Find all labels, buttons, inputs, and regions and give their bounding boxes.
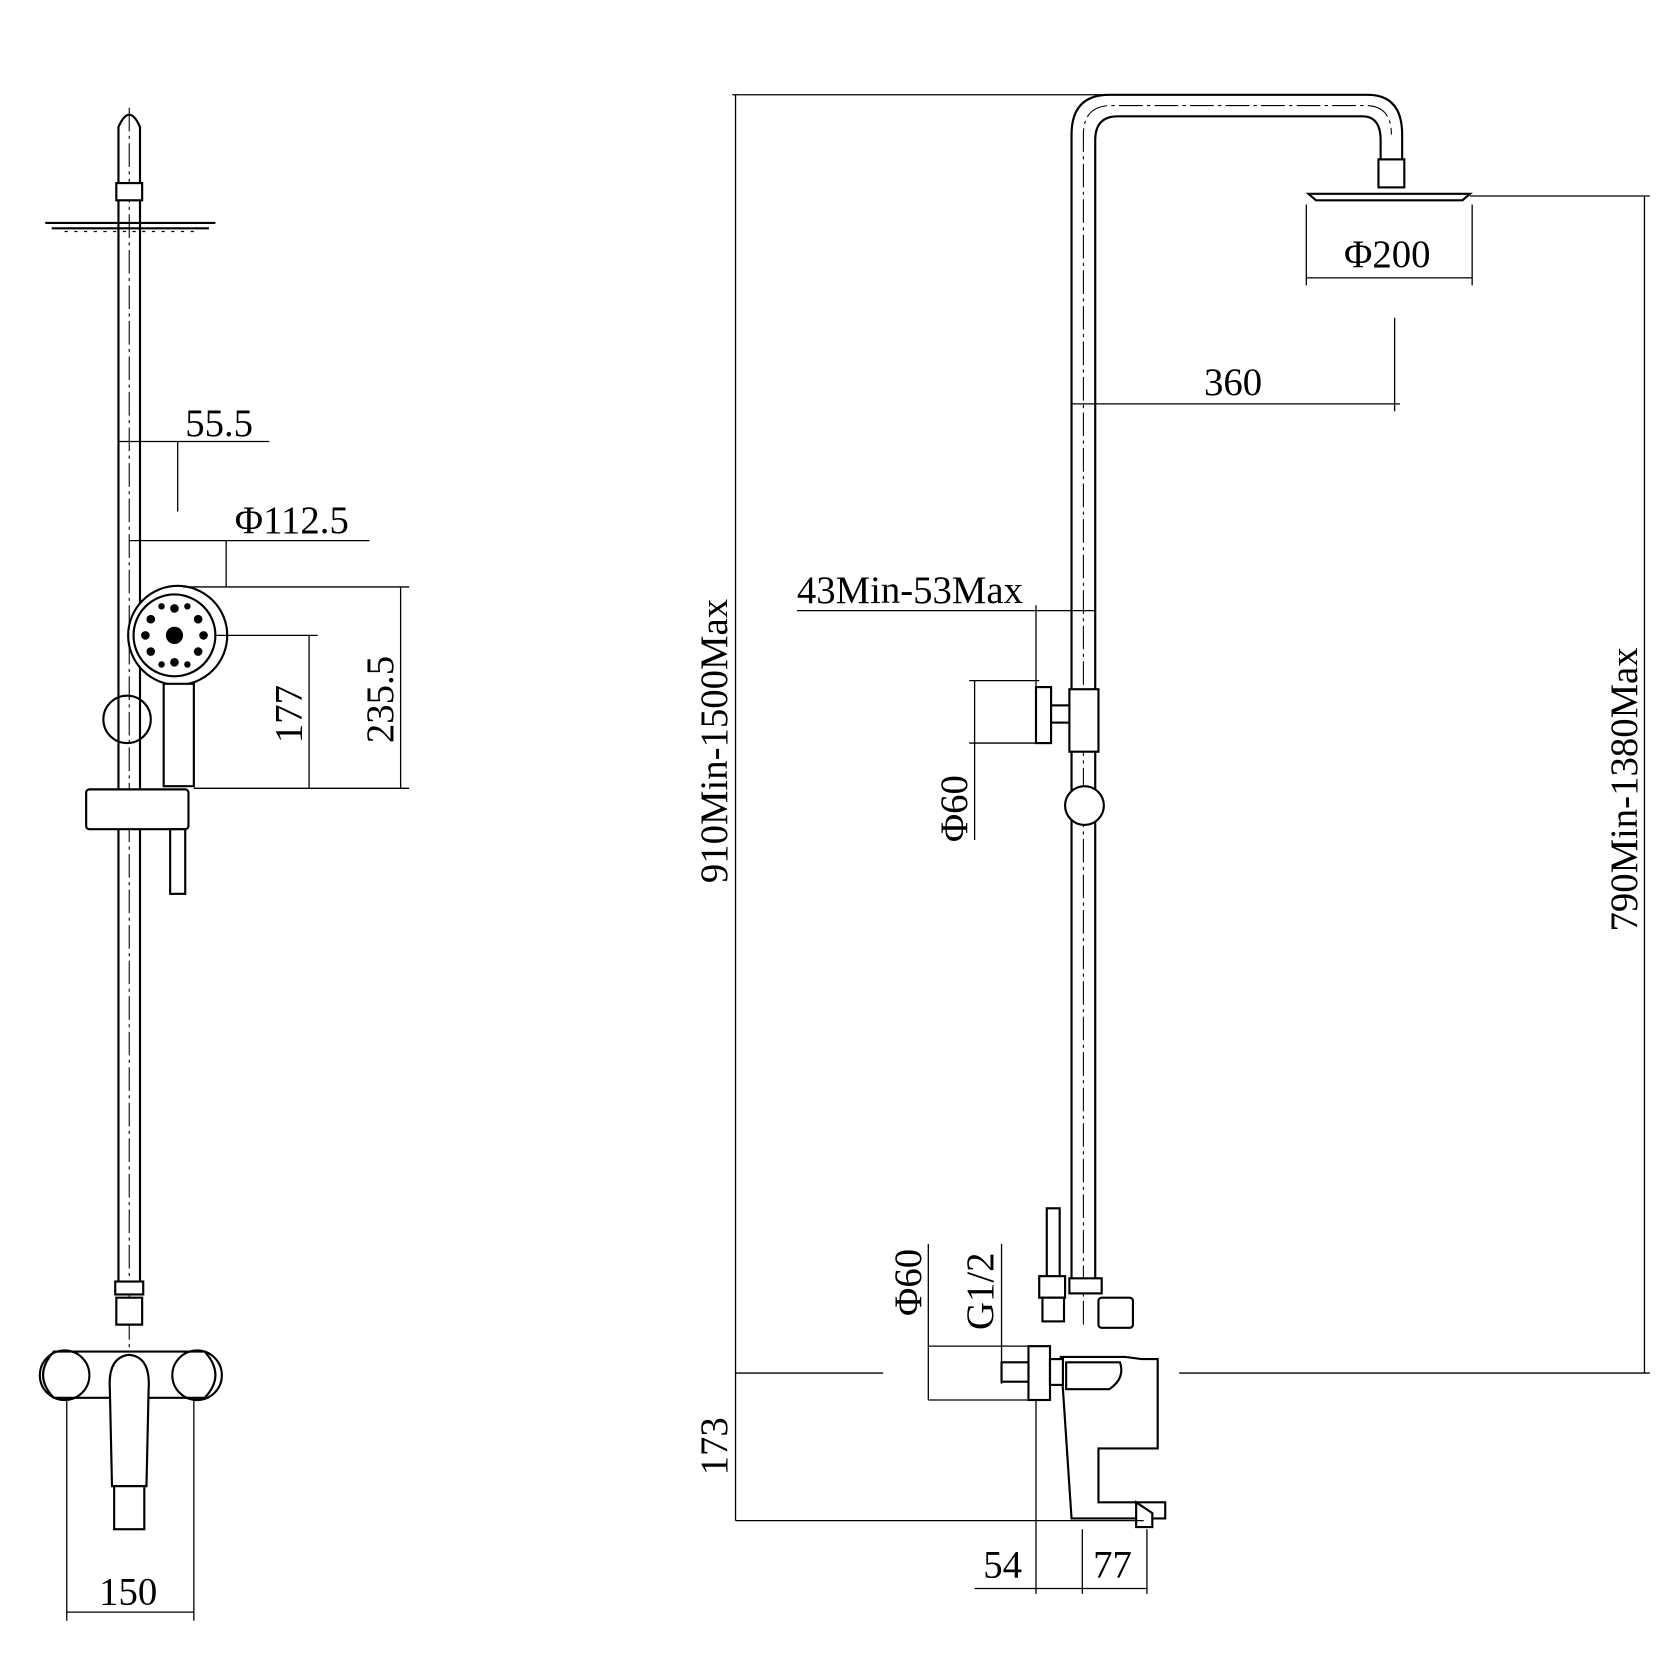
dim-790-1380: 790Min-1380Max [1603, 647, 1646, 931]
dim-phi-200: Φ200 [1344, 233, 1430, 276]
mixer-flange [1027, 1345, 1052, 1402]
pipe-union [114, 1280, 145, 1296]
dim-phi-60-upper: Φ60 [933, 775, 976, 842]
side-view: 55.5 Φ112.5 177 235.5 150 [38, 107, 410, 1621]
holder-knob [169, 828, 187, 895]
wall-flange [1034, 686, 1053, 745]
rain-head [1305, 192, 1473, 202]
dim-235-5: 235.5 [359, 656, 402, 743]
dim-177: 177 [268, 685, 311, 743]
dim-910-1500: 910Min-1500Max [693, 599, 736, 883]
dim-150: 150 [99, 1571, 157, 1614]
shower-arm-inner [1094, 115, 1382, 1293]
dim-43-53: 43Min-53Max [797, 569, 1023, 612]
head-connector [115, 182, 144, 202]
rain-head-side [45, 221, 216, 230]
rail-bracket [102, 694, 152, 745]
dim-phi-112-5: Φ112.5 [235, 499, 349, 542]
mixer-side [38, 1296, 223, 1531]
slide-holder [85, 788, 190, 831]
dim-g1-2: G1/2 [959, 1253, 1002, 1331]
front-view: Φ200 360 43Min-53Max Φ60 910Min-1500Max … [693, 93, 1650, 1594]
hand-shower-icon [127, 584, 229, 788]
rail-ball [1063, 785, 1105, 826]
dim-77: 77 [1093, 1544, 1132, 1587]
slide-bracket [1068, 688, 1100, 753]
dim-phi-60-lower: Φ60 [887, 1249, 930, 1316]
head-swivel [1377, 158, 1406, 189]
dim-173: 173 [693, 1417, 736, 1475]
shower-arm-outer [1070, 93, 1404, 1293]
mixer-front [1000, 1207, 1167, 1529]
dim-360: 360 [1204, 361, 1262, 404]
dim-54: 54 [983, 1544, 1022, 1587]
dim-55-5: 55.5 [185, 402, 253, 445]
